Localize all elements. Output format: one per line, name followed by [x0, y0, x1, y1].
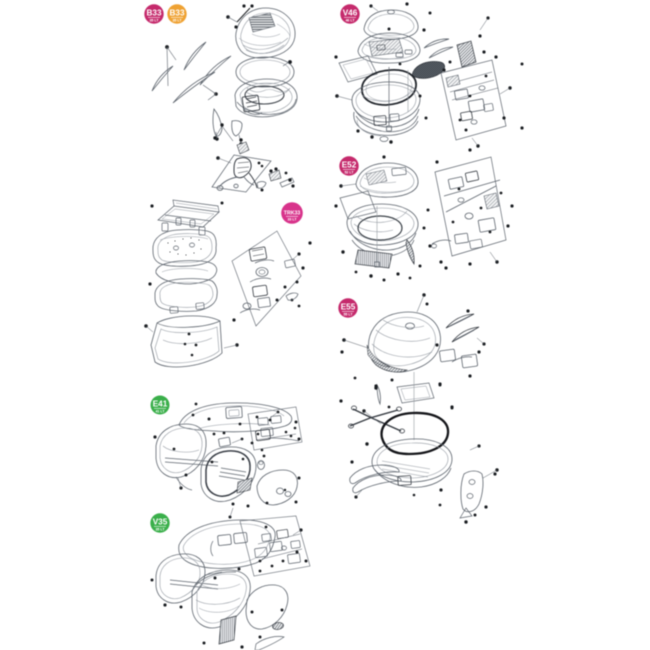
svg-text:V35: V35: [153, 518, 168, 527]
svg-text:35 LT: 35 LT: [149, 19, 159, 23]
svg-text:55 LT: 55 LT: [343, 313, 353, 317]
svg-text:33 LT: 33 LT: [287, 218, 297, 222]
svg-text:41 LT: 41 LT: [155, 410, 165, 414]
svg-text:E55: E55: [341, 303, 356, 312]
svg-text:35 LT: 35 LT: [155, 528, 165, 532]
svg-text:E52: E52: [342, 161, 357, 170]
svg-text:B33: B33: [146, 9, 161, 18]
svg-text:V46: V46: [343, 9, 358, 18]
svg-text:46 LT: 46 LT: [345, 19, 355, 23]
svg-text:TRK33: TRK33: [284, 211, 301, 217]
svg-text:52 LT: 52 LT: [344, 171, 354, 175]
svg-text:35 LT: 35 LT: [172, 19, 182, 23]
svg-text:E41: E41: [153, 400, 168, 409]
svg-text:B33: B33: [169, 9, 184, 18]
